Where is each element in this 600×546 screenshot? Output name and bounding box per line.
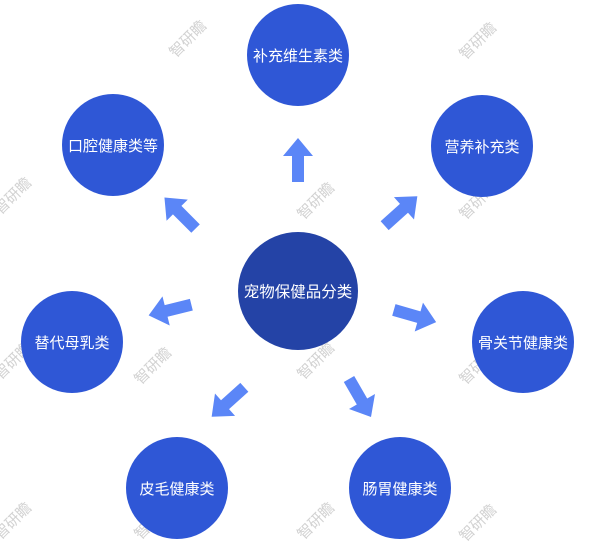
category-label: 骨关节健康类 (477, 333, 568, 352)
arrow-up (283, 138, 313, 182)
arrow-right (389, 295, 441, 337)
category-node-vitamins: 补充维生素类 (247, 4, 349, 106)
category-label: 皮毛健康类 (139, 479, 215, 498)
category-label: 口腔健康类等 (67, 136, 158, 155)
arrow-down-right (336, 371, 384, 425)
category-node-gut: 肠胃健康类 (349, 437, 451, 539)
center-label: 宠物保健品分类 (243, 283, 353, 301)
arrow-down-left (201, 376, 255, 428)
category-node-joint: 骨关节健康类 (472, 291, 574, 393)
arrow-up-left (153, 186, 207, 240)
arrow-up-right (374, 185, 428, 237)
category-label: 营养补充类 (444, 137, 520, 156)
category-label: 肠胃健康类 (362, 479, 438, 498)
category-node-milk-replacer: 替代母乳类 (21, 291, 123, 393)
category-label: 替代母乳类 (34, 333, 110, 352)
category-label: 补充维生素类 (252, 46, 343, 65)
category-node-oral: 口腔健康类等 (62, 94, 164, 196)
category-node-coat: 皮毛健康类 (126, 437, 228, 539)
arrow-left (145, 290, 195, 330)
center-node: 宠物保健品分类 (238, 232, 358, 350)
category-node-nutrition: 营养补充类 (431, 95, 533, 197)
